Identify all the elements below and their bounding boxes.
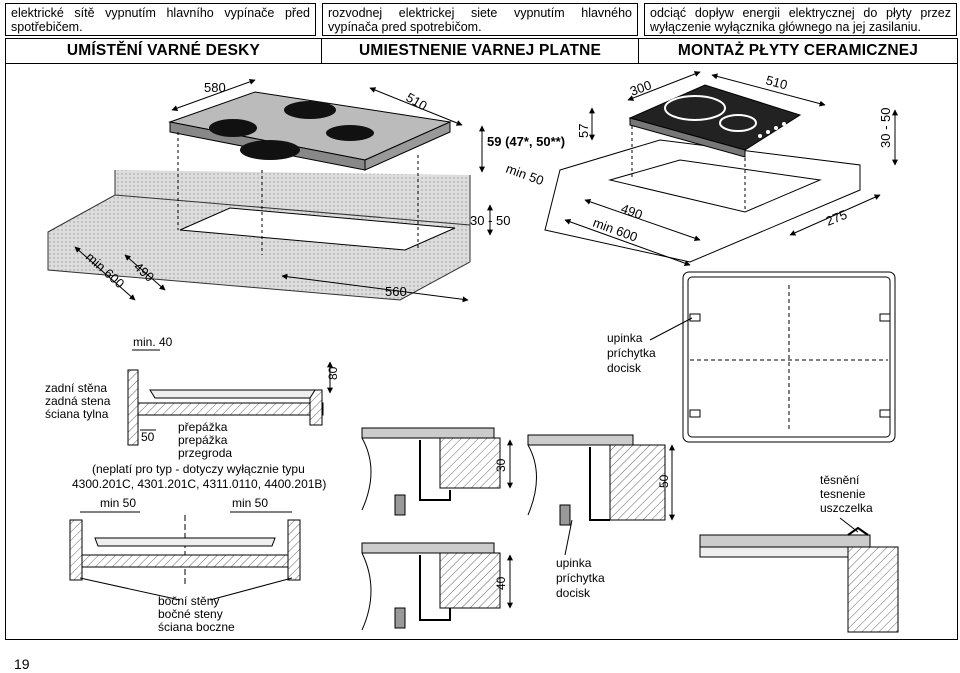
label-side-walls-cz: boční stěny	[158, 594, 219, 608]
label-partition-pl: przegroda	[178, 446, 232, 460]
note-cz-text: elektrické sítě vypnutím hlavního vypína…	[11, 6, 310, 34]
note-sk: rozvodnej elektrickej siete vypnutím hla…	[322, 3, 638, 36]
hob-perspective: 580 510 59 (47*, 50**) 30 - 50 560 490 m…	[47, 79, 565, 303]
label-seal-cz: těsnění	[820, 473, 860, 487]
dim-300: 300	[628, 77, 654, 99]
label-50: 50	[141, 430, 155, 444]
dim-57: 57	[576, 124, 591, 138]
label-seal-pl: uszczelka	[820, 501, 873, 515]
dim-510: 510	[404, 90, 430, 114]
label-clip-bottom-pl: docisk	[556, 586, 591, 600]
label-clip-bottom-cz: upinka	[556, 556, 592, 570]
label-back-wall-sk: zadná stena	[45, 394, 111, 408]
label-min50-left: min 50	[100, 496, 136, 510]
drawing-frame	[5, 63, 958, 640]
label-min40: min. 40	[133, 335, 173, 349]
dim-59: 59 (47*, 50**)	[487, 134, 565, 149]
dim-580: 580	[204, 80, 226, 95]
label-clip-top-pl: docisk	[607, 361, 642, 375]
label-min50-right: min 50	[232, 496, 268, 510]
note-pl-text: odciąć dopływ energii elektrycznej do pł…	[650, 6, 951, 34]
label-side-walls-sk: bočné steny	[158, 607, 223, 621]
plan-view: upinka príchytka docisk	[607, 271, 896, 443]
label-clip-bottom-sk: príchytka	[556, 571, 605, 585]
title-sk-text: UMIESTNENIE VARNEJ PLATNE	[358, 42, 602, 59]
note-pl: odciąć dopływ energii elektrycznej do pł…	[644, 3, 957, 36]
note-sk-text: rozvodnej elektrickej siete vypnutím hla…	[328, 6, 632, 34]
clamp-detail-40: 40	[361, 542, 513, 631]
section-side-walls: min 50 min 50 boční stěny bočné steny śc…	[69, 496, 301, 634]
title-cz-text: UMÍSTĚNÍ VARNÉ DESKY	[66, 42, 261, 59]
note-cz: elektrické sítě vypnutím hlavního vypína…	[5, 3, 316, 36]
label-30: 30	[494, 458, 508, 472]
ceramic-perspective: 300 510 57 30 - 50 min 50 490 min 600 27…	[504, 71, 898, 266]
label-seal-sk: tesnenie	[820, 487, 866, 501]
label-clip-top-sk: príchytka	[607, 346, 656, 360]
clamp-detail-50: 50 upinka príchytka docisk	[527, 434, 675, 600]
dim-edge-gap: 30 - 50	[470, 213, 510, 228]
label-partition-cz: přepážka	[178, 420, 228, 434]
label-partition-sk: prepážka	[178, 433, 228, 447]
seal-detail: těsnění tesnenie uszczelka	[699, 473, 899, 633]
dim-ceramic-490: 490	[619, 201, 645, 223]
label-side-walls-pl: ściana boczne	[158, 620, 235, 634]
label-clip-top-cz: upinka	[607, 331, 643, 345]
label-exception-2: 4300.201C, 4301.201C, 4311.0110, 4400.20…	[72, 477, 326, 491]
dim-ceramic-gap: 30 - 50	[878, 108, 893, 148]
label-80: 80	[326, 366, 340, 380]
section-back-wall: min. 40 80 50 zadní stěna zadná stena śc…	[45, 335, 340, 491]
page-number: 19	[14, 656, 30, 672]
clamp-detail-30: 30	[361, 427, 513, 516]
label-exception-1: (neplatí pro typ - dotyczy wyłącznie typ…	[92, 462, 305, 476]
label-back-wall-pl: ściana tylna	[45, 407, 109, 421]
label-40: 40	[494, 576, 508, 590]
dim-ceramic-510: 510	[764, 72, 789, 92]
title-pl-text: MONTAŻ PŁYTY CERAMICZNEJ	[677, 42, 919, 59]
label-back-wall-cz: zadní stěna	[45, 381, 107, 395]
dim-min50: min 50	[504, 161, 546, 188]
label-50-clamp: 50	[657, 474, 671, 488]
dim-560: 560	[385, 284, 407, 299]
